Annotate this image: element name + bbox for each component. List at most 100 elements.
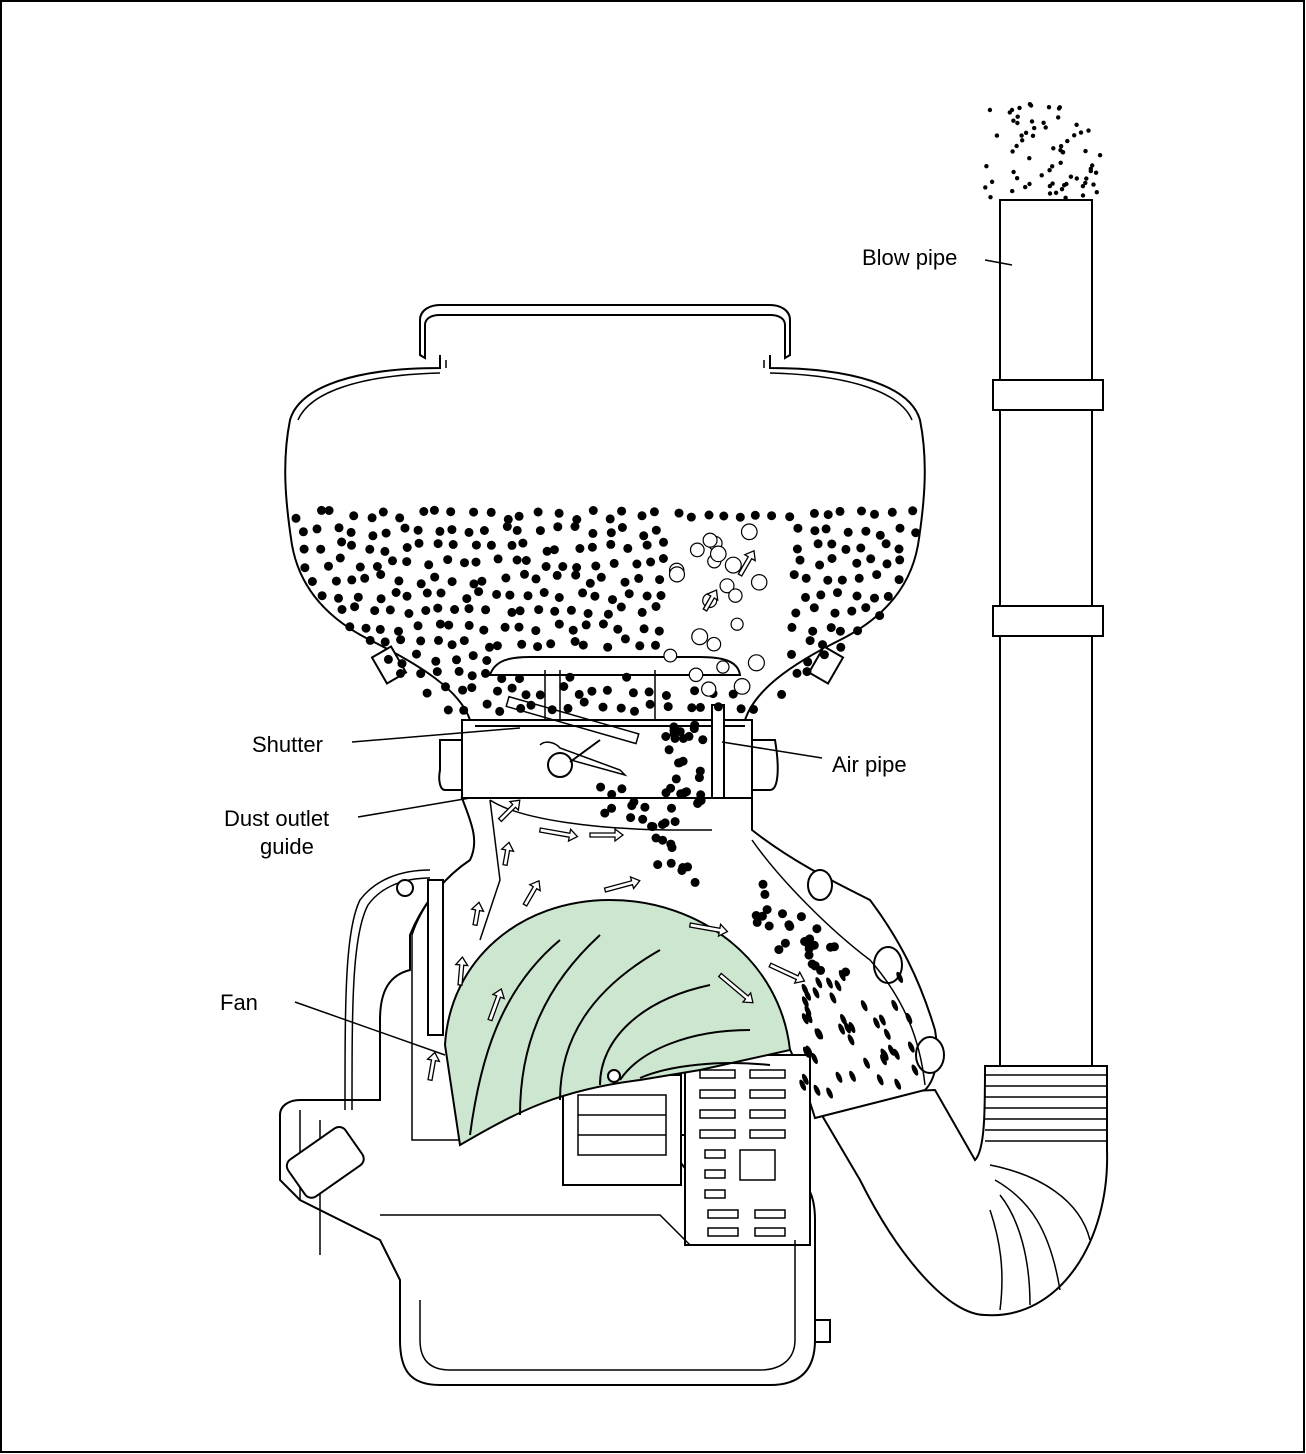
granule-dot <box>565 673 574 682</box>
granule-dot <box>503 522 512 531</box>
granule-dot <box>416 669 425 678</box>
granule-dot <box>395 513 404 522</box>
granule-dot <box>1074 123 1078 127</box>
air-bubble <box>729 589 742 602</box>
granule-dot <box>838 576 847 585</box>
granule-dot <box>820 650 829 659</box>
granule-dot <box>472 558 481 567</box>
granule-dot <box>423 689 432 698</box>
granule-dot <box>548 705 557 714</box>
granule-dot <box>569 626 578 635</box>
granule-dot <box>638 511 647 520</box>
granule-dot <box>690 686 699 695</box>
granule-dot <box>381 637 390 646</box>
granule-dot <box>334 594 343 603</box>
granule-dot <box>459 706 468 715</box>
granule-dot <box>895 555 904 564</box>
granule-dot <box>1050 164 1054 168</box>
granule-dot <box>292 514 301 523</box>
granule-dot <box>555 593 564 602</box>
granule-dot <box>1011 119 1015 123</box>
granule-dot <box>366 636 375 645</box>
granule-dot <box>911 528 920 537</box>
granule-dot <box>421 606 430 615</box>
granule-dot <box>458 686 467 695</box>
granule-dot <box>596 783 605 792</box>
granule-dot <box>516 606 525 615</box>
granule-dot <box>515 674 524 683</box>
granule-dot <box>803 667 812 676</box>
granule-dot <box>376 570 385 579</box>
granule-dot <box>1023 185 1027 189</box>
granule-dot <box>1050 181 1054 185</box>
granule-dot <box>603 686 612 695</box>
granule-dot <box>603 643 612 652</box>
granule-dot <box>433 667 442 676</box>
granule-dot <box>362 624 371 633</box>
granule-dot <box>474 587 483 596</box>
granule-dot <box>831 609 840 618</box>
granule-dot <box>1014 144 1018 148</box>
granule-dot <box>652 526 661 535</box>
granule-dot <box>534 508 543 517</box>
granule-dot <box>536 526 545 535</box>
granule-dot <box>793 669 802 678</box>
granule-dot <box>448 577 457 586</box>
label-dust-outlet: Dust outlet <box>224 806 329 831</box>
granule-dot <box>606 540 615 549</box>
granule-dot <box>515 623 524 632</box>
granule-dot <box>662 691 671 700</box>
granule-dot <box>354 593 363 602</box>
granule-dot <box>613 625 622 634</box>
granule-dot <box>1095 190 1099 194</box>
granule-dot <box>536 690 545 699</box>
granule-dot <box>634 574 643 583</box>
granule-dot <box>652 834 661 843</box>
air-bubble <box>711 546 726 561</box>
granule-dot <box>373 562 382 571</box>
granule-dot <box>719 512 728 521</box>
granule-dot <box>336 554 345 563</box>
granule-dot <box>667 804 676 813</box>
air-bubble <box>692 629 708 645</box>
blow-pipe <box>993 200 1103 1066</box>
granule-dot <box>847 607 856 616</box>
granule-dot <box>394 576 403 585</box>
granule-dot <box>696 703 705 712</box>
granule-dot <box>787 623 796 632</box>
granule-dot <box>335 523 344 532</box>
granule-dot <box>1031 134 1035 138</box>
granule-dot <box>414 621 423 630</box>
label-air-pipe: Air pipe <box>832 752 907 777</box>
granule-dot <box>984 164 988 168</box>
granule-dot <box>584 609 593 618</box>
granule-dot <box>852 559 861 568</box>
granule-dot <box>1047 105 1051 109</box>
air-bubble <box>669 567 684 582</box>
granule-dot <box>501 623 510 632</box>
granule-dot <box>579 641 588 650</box>
granule-dot <box>513 556 522 565</box>
granule-dot <box>1027 182 1031 186</box>
granule-dot <box>818 640 827 649</box>
granule-dot <box>481 605 490 614</box>
granule-dot <box>790 570 799 579</box>
granule-dot <box>793 545 802 554</box>
granule-dot <box>379 508 388 517</box>
granule-dot <box>481 669 490 678</box>
granule-dot <box>640 624 649 633</box>
granule-dot <box>434 636 443 645</box>
granule-dot <box>550 545 559 554</box>
granule-dot <box>589 506 598 515</box>
granule-dot <box>431 657 440 666</box>
granule-dot <box>450 605 459 614</box>
granule-dot <box>435 527 444 536</box>
granule-dot <box>401 524 410 533</box>
label-blow-pipe: Blow pipe <box>862 245 957 270</box>
granule-dot <box>1061 150 1065 154</box>
granule-dot <box>1008 110 1012 114</box>
granule-dot <box>655 575 664 584</box>
granule-dot <box>647 822 656 831</box>
granule-dot <box>705 511 714 520</box>
